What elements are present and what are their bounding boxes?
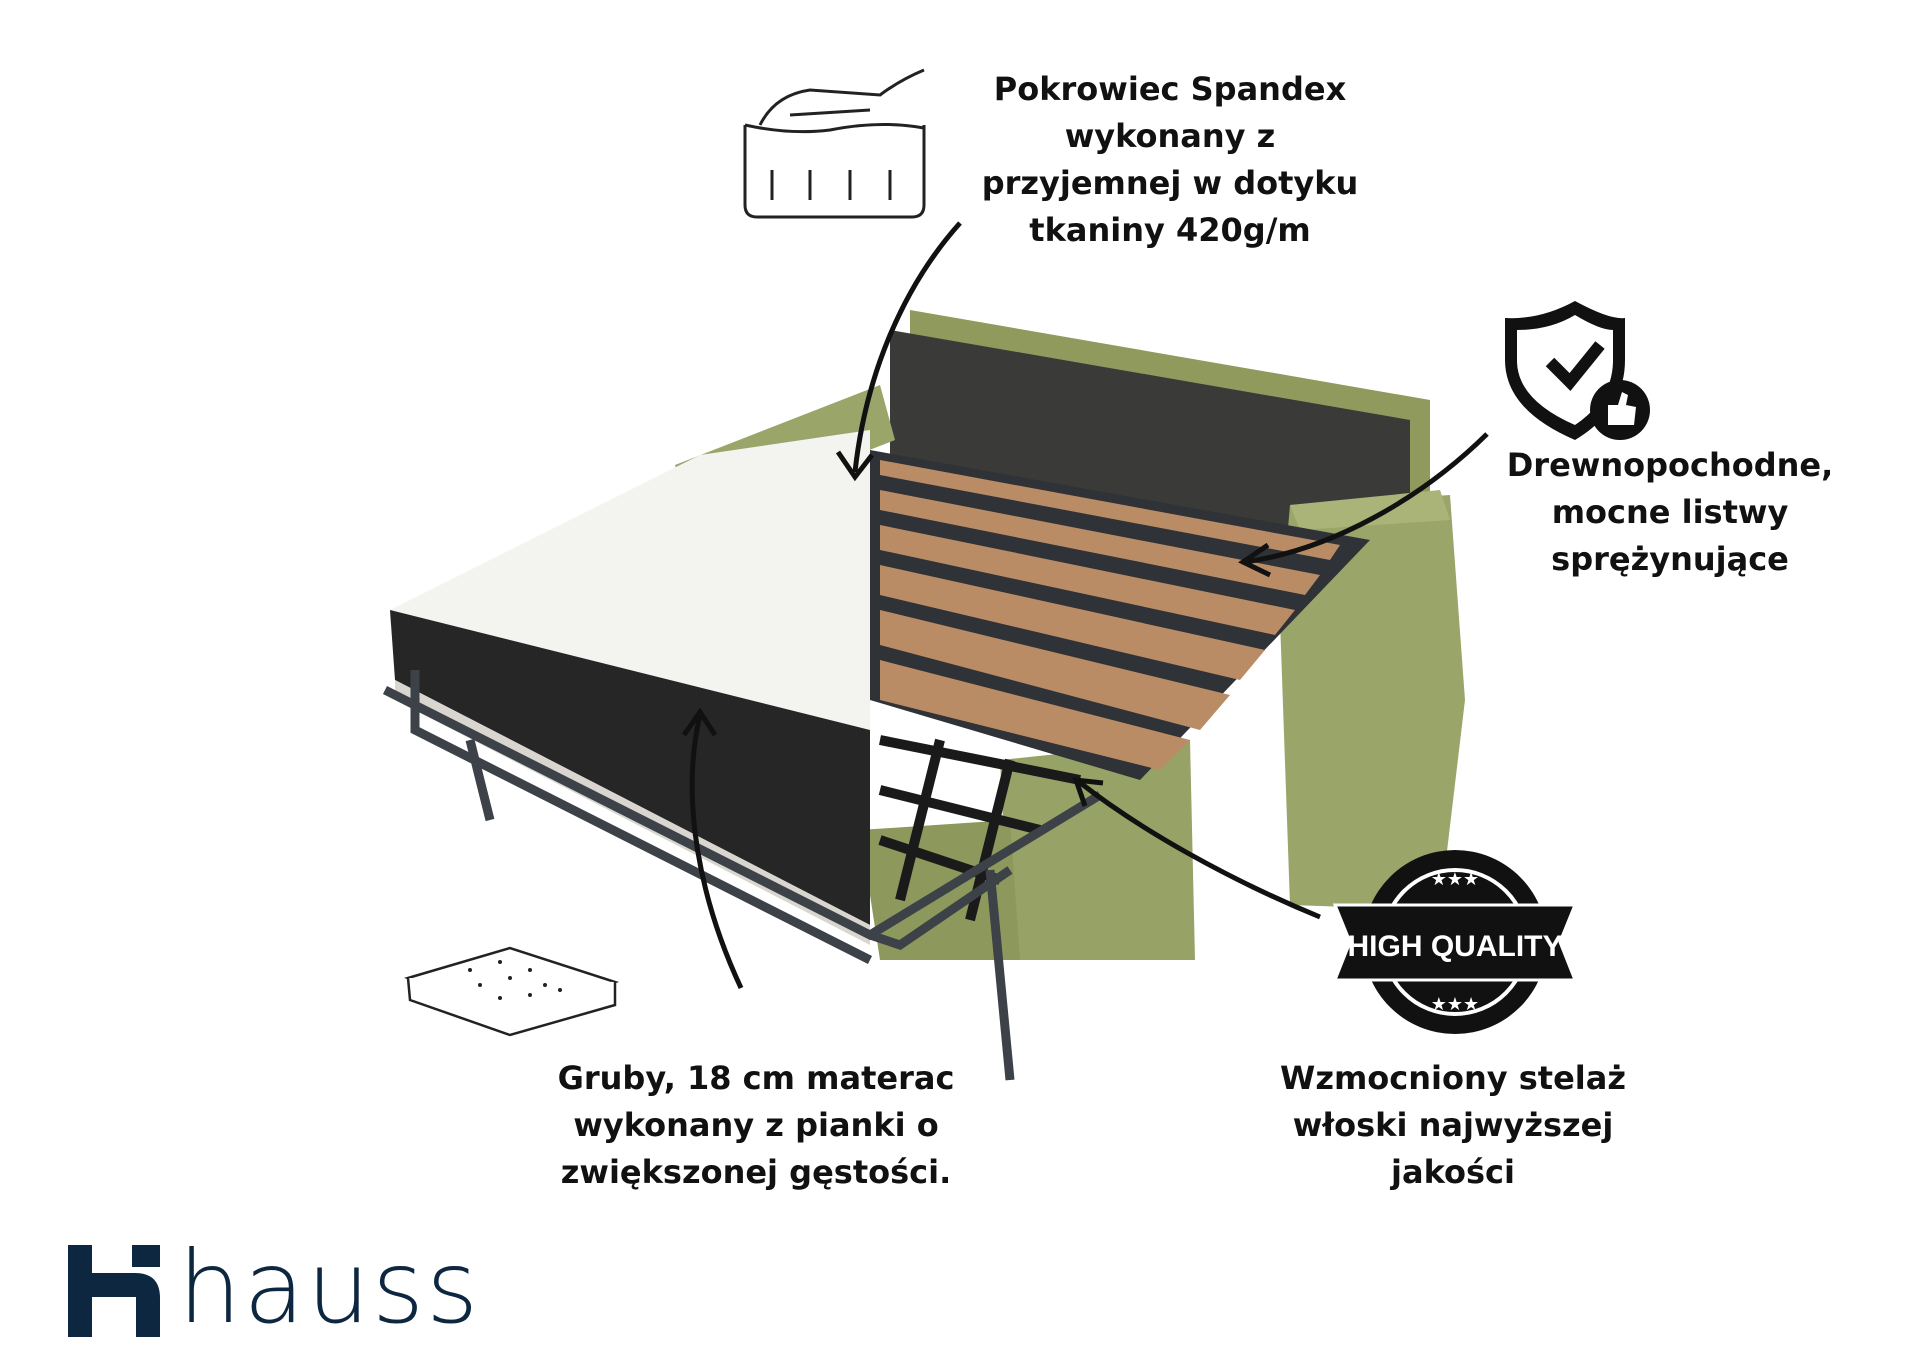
caption-line: mocne listwy xyxy=(1551,493,1789,531)
high-quality-badge: ★★★ ★★★ HIGH QUALITY xyxy=(1332,850,1578,1034)
hand-pressing-foam-icon xyxy=(743,68,926,219)
svg-text:★★★: ★★★ xyxy=(1431,994,1479,1015)
badge-label: HIGH QUALITY xyxy=(1348,930,1563,963)
caption-mattress: Gruby, 18 cm materac wykonany z pianki o z… xyxy=(556,1055,956,1196)
wooden-slats xyxy=(880,460,1340,770)
caption-line: sprężynujące xyxy=(1551,540,1789,578)
hauss-logo-mark xyxy=(68,1245,160,1337)
caption-line: włoski najwyższej xyxy=(1292,1106,1614,1144)
caption-line: przyjemnej w dotyku xyxy=(981,164,1359,202)
shield-thumbs-up-icon xyxy=(1505,301,1650,440)
mattress-icon xyxy=(403,946,620,1037)
callout-arrows xyxy=(681,221,1489,990)
caption-slats: Drewnopochodne, mocne listwy sprężynujące xyxy=(1490,442,1850,583)
caption-line: jakości xyxy=(1391,1153,1515,1191)
sofa-image xyxy=(382,310,1465,1081)
caption-line: wykonany z xyxy=(1064,117,1276,155)
caption-line: Pokrowiec Spandex xyxy=(993,70,1347,108)
caption-line: Wzmocniony stelaż xyxy=(1280,1059,1626,1097)
hauss-logo-text: Hauss xyxy=(178,1229,481,1346)
caption-line: wykonany z pianki o xyxy=(573,1106,939,1144)
caption-frame: Wzmocniony stelaż włoski najwyższej jakośc… xyxy=(1263,1055,1643,1196)
metal-frame xyxy=(382,670,1103,1081)
caption-line: Drewnopochodne, xyxy=(1506,446,1834,484)
svg-text:★★★: ★★★ xyxy=(1431,869,1479,890)
caption-line: zwiększonej gęstości. xyxy=(560,1153,952,1191)
caption-line: tkaniny 420g/m xyxy=(1029,211,1311,249)
caption-cover: Pokrowiec Spandex wykonany z przyjemnej w … xyxy=(970,66,1370,254)
caption-line: Gruby, 18 cm materac xyxy=(557,1059,955,1097)
